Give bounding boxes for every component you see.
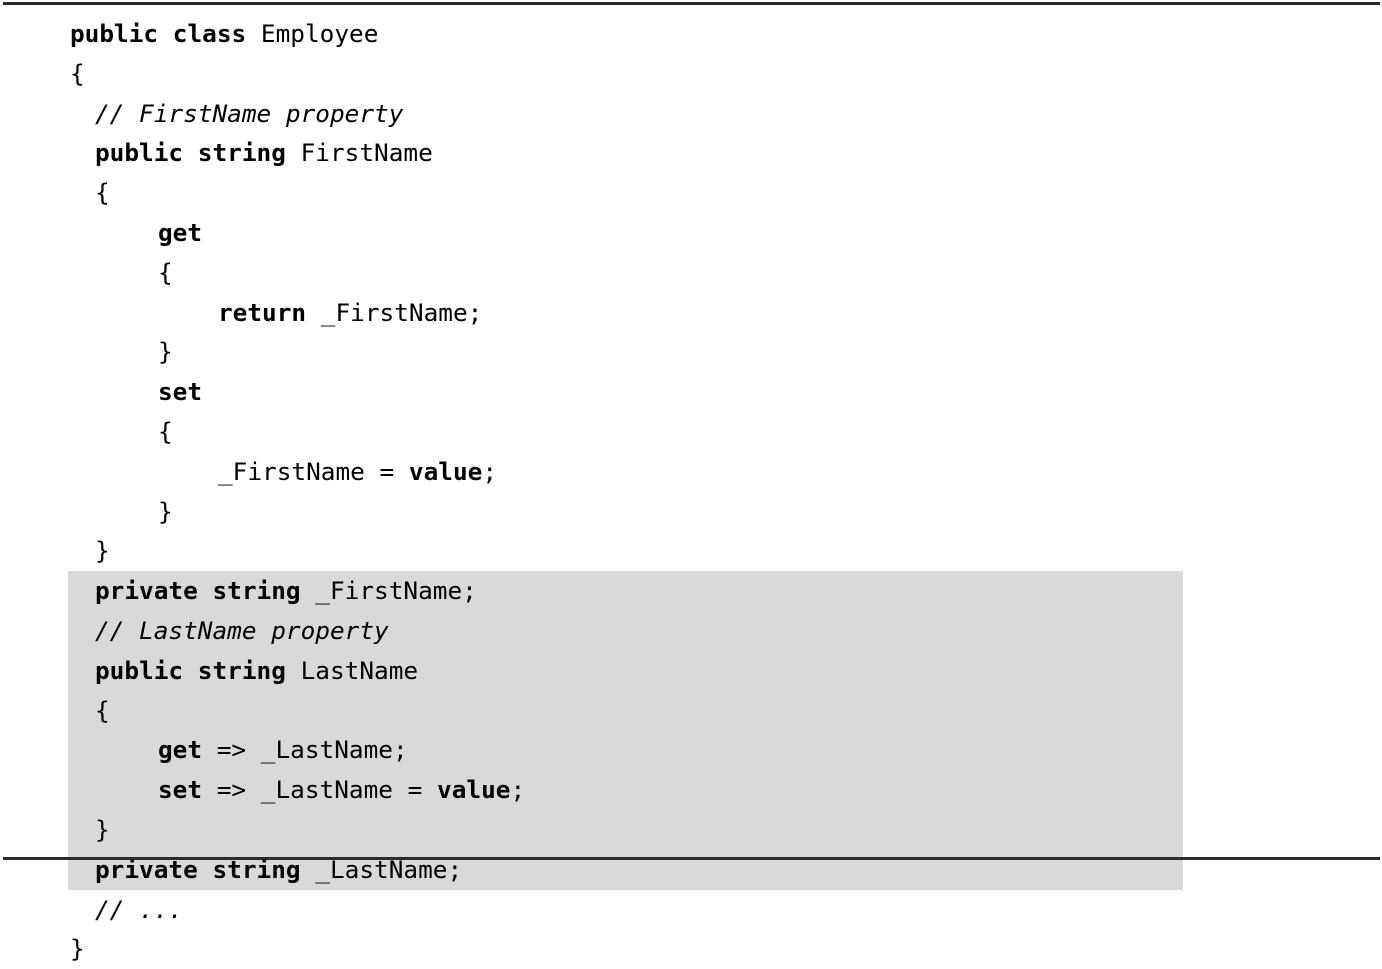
code-line: } — [0, 492, 1382, 532]
code-line: _FirstName = value; — [0, 452, 1382, 492]
code-line: private string _LastName; — [68, 849, 1183, 890]
code-keyword: set — [158, 775, 203, 805]
code-text: FirstName — [300, 138, 433, 168]
code-line: { — [0, 253, 1382, 293]
code-keyword: private string — [95, 576, 316, 606]
code-line: { — [68, 690, 1183, 731]
code-line: } — [0, 531, 1382, 571]
code-keyword: value — [408, 456, 483, 486]
code-line: // FirstName property — [0, 94, 1382, 134]
code-keyword: set — [158, 377, 203, 407]
code-comment: // ... — [95, 894, 184, 924]
code-line: return _FirstName; — [0, 293, 1382, 333]
code-line: // ... — [0, 890, 1382, 930]
code-line: public string FirstName — [0, 133, 1382, 173]
code-text: => _LastName; — [202, 735, 408, 765]
code-text: } — [95, 814, 110, 844]
code-keyword: public string — [95, 655, 301, 685]
code-line: // LastName property — [68, 610, 1183, 651]
code-comment: // LastName property — [95, 615, 389, 645]
code-line: { — [0, 173, 1382, 213]
code-line: public class Employee — [0, 14, 1382, 54]
code-line: { — [0, 54, 1382, 94]
code-text: _FirstName; — [306, 297, 483, 327]
code-line: { — [0, 412, 1382, 452]
code-line: public string LastName — [68, 650, 1183, 691]
code-listing: public class Employee { // FirstName prope… — [3, 2, 1380, 963]
code-text: } — [158, 337, 173, 367]
code-text: { — [70, 58, 85, 88]
code-keyword: public class — [70, 19, 261, 48]
code-line: get — [0, 213, 1382, 253]
code-text: => _LastName = — [202, 775, 438, 805]
code-keyword: get — [158, 735, 203, 765]
code-keyword: value — [437, 775, 511, 805]
code-text: _FirstName; — [315, 576, 477, 606]
code-line: } — [0, 332, 1382, 372]
top-rule — [3, 2, 1380, 5]
code-text: } — [158, 496, 173, 526]
code-text: { — [158, 257, 173, 287]
bottom-rule — [3, 857, 1380, 860]
code-text: } — [95, 536, 110, 566]
code-line: } — [68, 809, 1183, 850]
code-text: { — [158, 416, 173, 446]
code-text: } — [70, 934, 85, 964]
code-line: private string _FirstName; — [68, 571, 1183, 611]
code-keyword: get — [158, 217, 203, 247]
code-comment: // FirstName property — [95, 98, 404, 128]
code-text: ; — [482, 456, 498, 486]
code-keyword: return — [218, 297, 307, 327]
code-text: Employee — [260, 19, 379, 48]
code-line: } — [0, 929, 1382, 969]
code-line: get => _LastName; — [68, 730, 1183, 771]
code-text: LastName — [300, 655, 419, 685]
code-body: public class Employee { // FirstName prope… — [0, 14, 1382, 969]
code-keyword: public string — [95, 138, 301, 168]
code-line: set — [0, 372, 1382, 412]
code-text: ; — [510, 775, 526, 805]
code-text: { — [95, 695, 110, 725]
code-text: { — [95, 178, 110, 208]
code-line: set => _LastName = value; — [68, 770, 1183, 810]
code-text: _FirstName = — [218, 456, 409, 486]
